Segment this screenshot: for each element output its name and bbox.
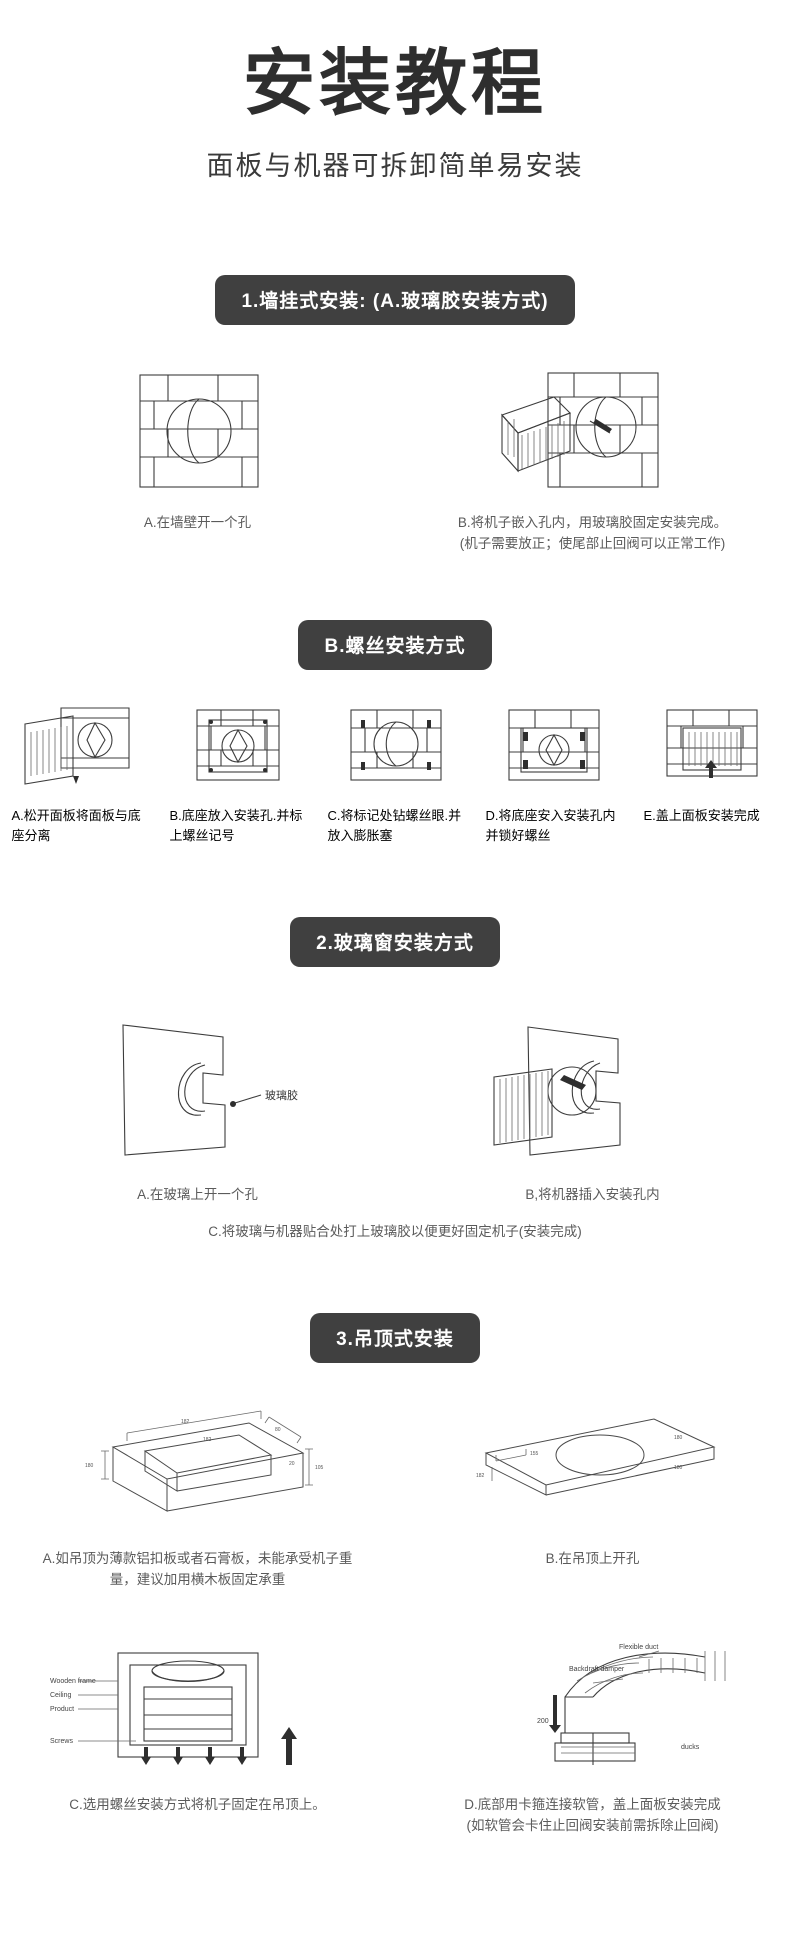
caption-step-c: C.将标记处钻螺丝眼.并放入膨胀塞 <box>327 808 462 843</box>
wooden-frame-label: Wooden frame <box>50 1678 96 1685</box>
dimension-200-label: 200 <box>537 1718 549 1725</box>
caption-col-d: D.底部用卡箍连接软管，盖上面板安装完成 (如软管会卡住止回阀安装前需拆除止回阀… <box>395 1795 790 1837</box>
screw-mount-illustrations <box>0 702 790 792</box>
flexible-duct-label: Flexible duct <box>619 1644 658 1651</box>
svg-text:180: 180 <box>85 1463 94 1469</box>
ceiling-step-c-art: Wooden frame Ceiling Product Screws <box>0 1637 395 1777</box>
backdraft-damper-label: Backdraft damper <box>569 1666 625 1673</box>
screw-step-c-art <box>316 702 474 792</box>
caption-col-a: A.在玻璃上开一个孔 <box>0 1185 395 1206</box>
caption-col-c: C.选用螺丝安装方式将机子固定在吊顶上。 <box>0 1795 395 1816</box>
screw-mount-captions: A.松开面板将面板与底座分离 B.底座放入安装孔.并标上螺丝记号 C.将标记处钻… <box>0 806 790 845</box>
ceiling-step-d-art: Flexible duct Backdraft damper 200 ducks <box>395 1637 790 1777</box>
glass-window-captions: A.在玻璃上开一个孔 B,将机器插入安装孔内 <box>0 1185 790 1206</box>
caption-step-d-line2: (如软管会卡住止回阀安装前需拆除止回阀) <box>466 1818 719 1834</box>
product-label: Product <box>50 1706 74 1713</box>
svg-text:180: 180 <box>674 1435 683 1441</box>
caption-step-d: D.底部用卡箍连接软管，盖上面板安装完成 (如软管会卡住止回阀安装前需拆除止回阀… <box>428 1795 758 1837</box>
caption-step-b: B.底座放入安装孔.并标上螺丝记号 <box>169 808 303 843</box>
svg-text:180: 180 <box>674 1465 683 1471</box>
caption-col-a: A.如吊顶为薄款铝扣板或者石膏板，未能承受机子重量，建议加用横木板固定承重 <box>0 1549 395 1591</box>
brick-wall-hole-diagram <box>138 374 259 488</box>
caption-step-a: A.在玻璃上开一个孔 <box>137 1187 258 1203</box>
glass-hole-with-glue-diagram: 玻璃胶 <box>121 1024 298 1157</box>
caption-step-a: A.在墙壁开一个孔 <box>143 514 252 530</box>
ceiling-captions-row2: C.选用螺丝安装方式将机子固定在吊顶上。 D.底部用卡箍连接软管，盖上面板安装完… <box>0 1795 790 1837</box>
caption-step-c: C.将玻璃与机器贴合处打上玻璃胶以便更好固定机子(安装完成) <box>208 1224 582 1240</box>
panel-cover-complete-diagram <box>665 709 758 779</box>
caption-col-b: B.底座放入安装孔.并标上螺丝记号 <box>158 806 316 845</box>
caption-step-e: E.盖上面板安装完成 <box>643 808 760 824</box>
caption-col-a: A.在墙壁开一个孔 <box>0 513 395 534</box>
ceiling-step-a-art: 182 80 105 180 182 20 <box>0 1407 395 1527</box>
caption-col-c: C.将标记处钻螺丝眼.并放入膨胀塞 <box>316 806 474 845</box>
svg-text:80: 80 <box>275 1427 281 1433</box>
section-header-wall-mount: 1.墙挂式安装: (A.玻璃胶安装方式) <box>0 274 790 325</box>
caption-col-e: E.盖上面板安装完成 <box>632 806 790 826</box>
svg-text:20: 20 <box>289 1461 295 1467</box>
page-title: 安装教程 <box>242 41 547 125</box>
svg-text:182: 182 <box>476 1473 485 1479</box>
caption-col-d: D.将底座安入安装孔内并锁好螺丝 <box>474 806 632 845</box>
drill-screw-holes-diagram <box>349 709 442 781</box>
caption-step-b: B,将机器插入安装孔内 <box>525 1187 660 1203</box>
screw-step-a-art <box>0 702 158 792</box>
wall-mount-step-b-art <box>395 371 790 491</box>
caption-col-b: B,将机器插入安装孔内 <box>395 1185 790 1206</box>
glass-step-a-art: 玻璃胶 <box>0 1015 395 1165</box>
ceiling-frame-dimensions-diagram: 182 80 105 180 182 20 <box>85 1410 324 1513</box>
caption-step-c: C.选用螺丝安装方式将机子固定在吊顶上。 <box>69 1797 326 1813</box>
fan-screwed-to-ceiling-diagram: Wooden frame Ceiling Product Screws <box>50 1652 297 1766</box>
section-header-glass-window: 2.玻璃窗安装方式 <box>0 917 790 968</box>
caption-step-d-line1: D.底部用卡箍连接软管，盖上面板安装完成 <box>464 1797 721 1813</box>
caption-col-b: B.在吊顶上开孔 <box>395 1549 790 1570</box>
caption-step-a: A.松开面板将面板与底座分离 <box>11 808 141 843</box>
ceiling-hole-diagram: 155 182 180 180 <box>476 1418 716 1497</box>
glass-step-b-art <box>395 1015 790 1165</box>
glass-window-note: C.将玻璃与机器贴合处打上玻璃胶以便更好固定机子(安装完成) <box>0 1222 790 1243</box>
caption-step-b: B.在吊顶上开孔 <box>545 1551 640 1567</box>
section-heading-label: 2.玻璃窗安装方式 <box>290 917 500 968</box>
ceiling-step-b-art: 155 182 180 180 <box>395 1407 790 1527</box>
caption-step-b: B.将机子嵌入孔内，用玻璃胶固定安装完成。 (机子需要放正；使尾部止回阀可以正常… <box>428 513 758 555</box>
screws-label: Screws <box>50 1738 73 1745</box>
fan-inserted-in-wall-diagram <box>500 372 659 488</box>
base-into-hole-diagram <box>195 709 280 781</box>
glue-label-text: 玻璃胶 <box>265 1088 298 1102</box>
wall-mount-illustrations <box>0 371 790 491</box>
page-subtitle: 面板与机器可拆卸简单易安装 <box>206 150 584 181</box>
ceiling-illustrations-row1: 182 80 105 180 182 20 <box>0 1407 790 1527</box>
screw-step-b-art <box>158 702 316 792</box>
caption-col-b: B.将机子嵌入孔内，用玻璃胶固定安装完成。 (机子需要放正；使尾部止回阀可以正常… <box>395 513 790 555</box>
section-header-ceiling-mount: 3.吊顶式安装 <box>0 1313 790 1364</box>
section-heading-label: 1.墙挂式安装: (A.玻璃胶安装方式) <box>215 274 575 325</box>
wall-mount-step-a-art <box>0 371 395 491</box>
caption-step-b-line1: B.将机子嵌入孔内，用玻璃胶固定安装完成。 <box>457 514 728 530</box>
ceiling-captions-row1: A.如吊顶为薄款铝扣板或者石膏板，未能承受机子重量，建议加用横木板固定承重 B.… <box>0 1549 790 1591</box>
wall-mount-captions: A.在墙壁开一个孔 B.将机子嵌入孔内，用玻璃胶固定安装完成。 (机子需要放正；… <box>0 513 790 555</box>
caption-step-a: A.如吊顶为薄款铝扣板或者石膏板，未能承受机子重量，建议加用横木板固定承重 <box>42 1551 353 1588</box>
svg-text:105: 105 <box>315 1465 324 1471</box>
svg-text:182: 182 <box>203 1437 212 1443</box>
page-header: 安装教程 面板与机器可拆卸简单易安装 <box>0 0 790 183</box>
glass-window-illustrations: 玻璃胶 <box>0 1015 790 1165</box>
caption-col-a: A.松开面板将面板与底座分离 <box>0 806 158 845</box>
section-heading-label: B.螺丝安装方式 <box>298 620 492 671</box>
screw-step-e-art <box>632 702 790 792</box>
section-heading-label: 3.吊顶式安装 <box>310 1313 480 1364</box>
installation-tutorial-page: 安装教程 面板与机器可拆卸简单易安装 1.墙挂式安装: (A.玻璃胶安装方式) <box>0 0 790 1837</box>
ceiling-label: Ceiling <box>50 1692 72 1699</box>
ceiling-illustrations-row2: Wooden frame Ceiling Product Screws <box>0 1637 790 1777</box>
svg-text:155: 155 <box>530 1451 539 1457</box>
base-locked-with-screws-diagram <box>507 709 600 781</box>
svg-text:182: 182 <box>181 1419 190 1425</box>
caption-step-b-line2: (机子需要放正；使尾部止回阀可以正常工作) <box>459 535 726 551</box>
screw-step-d-art <box>474 702 632 792</box>
section-header-screw-mount: B.螺丝安装方式 <box>0 620 790 671</box>
fan-into-glass-hole-diagram <box>492 1026 621 1157</box>
flexible-duct-connection-diagram: Flexible duct Backdraft damper 200 ducks <box>537 1644 725 1766</box>
brand-label: ducks <box>681 1744 700 1751</box>
caption-step-d: D.将底座安入安装孔内并锁好螺丝 <box>485 808 616 843</box>
panel-detach-diagram <box>23 707 130 786</box>
